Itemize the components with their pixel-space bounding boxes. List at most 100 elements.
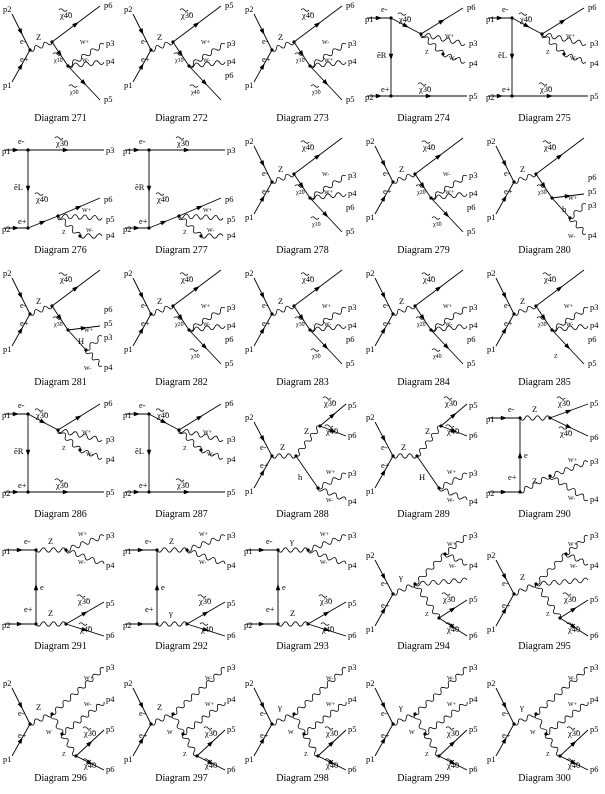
higgs-line (67, 329, 87, 351)
label-chi-top: χ3̃0 (446, 728, 459, 738)
neutralino-out-line (178, 403, 222, 431)
label-chi-mid: χ2̃0 (175, 321, 184, 328)
label-p5: p5 (590, 724, 599, 734)
tilde-mark (536, 184, 546, 188)
z-propagator (271, 173, 295, 184)
label-incoming-top: p1 (2, 546, 11, 556)
label-w-minus: W- (203, 58, 210, 64)
label-propagator: Z (520, 296, 525, 306)
label-positron: e+ (381, 460, 390, 470)
label-p3: p3 (469, 662, 478, 672)
incoming-positron-line (488, 93, 512, 99)
w-boson-plus (57, 213, 103, 221)
neutralino-out-line (541, 7, 585, 35)
label-p3: p3 (348, 38, 357, 48)
w-boson-minus (182, 701, 226, 735)
label-electron: e- (139, 708, 146, 718)
label-p4: p4 (104, 362, 113, 372)
label-incoming-bottom: p1 (245, 212, 254, 222)
label-p4: p4 (469, 560, 478, 570)
neutralino-bottom-line (309, 197, 343, 233)
neutralino-bottom-line (67, 65, 101, 101)
z-boson-bottom (519, 475, 551, 494)
w-boson-top (535, 553, 567, 585)
label-selectron: ẽR (135, 182, 145, 192)
label-z-mid: Z (62, 752, 66, 758)
z-boson-top (35, 547, 67, 553)
w-boson-minus (309, 324, 347, 333)
label-p5: p5 (588, 358, 597, 368)
incoming-positron-line (495, 593, 515, 627)
label-z-mid: Z (546, 50, 550, 56)
z-propagator (513, 305, 537, 316)
label-z-bottom: Z (48, 608, 53, 618)
label-w-minus: W- (78, 560, 85, 566)
label-p5: p5 (225, 358, 234, 368)
label-p3: p3 (348, 662, 357, 672)
label-chi-top: χ3̃0 (563, 594, 576, 604)
label-incoming-top: p2 (245, 412, 254, 422)
w-boson-plus (317, 472, 347, 490)
neutralino-top-line (172, 269, 222, 307)
diagram-caption: Diagram 275 (518, 113, 571, 124)
incoming-electron-line (488, 15, 512, 21)
z-propagator (271, 713, 295, 726)
incoming-electron-line (488, 415, 520, 421)
label-p4: p4 (469, 496, 478, 506)
label-w-plus: W+ (80, 40, 90, 46)
w-boson-plus (293, 667, 347, 715)
label-out-top: p6 (104, 0, 113, 10)
label-p5: p5 (106, 214, 115, 224)
electron-t-channel (154, 550, 160, 624)
incoming-electron-line (374, 559, 394, 595)
incoming-positron-line (374, 593, 394, 627)
label-p5: p5 (348, 400, 357, 410)
label-incoming-bottom: p1 (366, 624, 375, 634)
label-electron: e- (381, 578, 388, 588)
label-chi-top: χ3̃0 (442, 594, 455, 604)
w-boson-plus (438, 472, 468, 490)
higgs-line (416, 455, 440, 489)
tilde-mark (310, 84, 320, 88)
label-p5: p5 (469, 594, 478, 604)
diagram-caption: Diagram 296 (34, 773, 87, 784)
label-p3: p3 (348, 302, 357, 312)
label-w-plus: W+ (203, 208, 213, 214)
label-p6: p6 (588, 172, 597, 182)
neutralino-top-line (319, 403, 347, 427)
label-chi-bottom: χ4̃0 (79, 624, 92, 634)
label-w-plus: W+ (568, 196, 578, 202)
tilde-mark (294, 52, 304, 56)
label-chi-top: χ3̃0 (83, 728, 96, 738)
label-positron: e+ (262, 318, 271, 328)
label-electron-prop: e (161, 582, 165, 592)
neutralino-top-line (293, 5, 343, 43)
label-chi-bottom: χ4̃0 (446, 624, 459, 634)
tilde-mark (197, 594, 207, 598)
w-boson-internal (534, 713, 548, 735)
w-boson-minus (438, 487, 468, 501)
label-w-plus: W+ (82, 208, 92, 214)
w-boson-plus (85, 335, 103, 351)
selectron-t-channel (25, 414, 31, 492)
tilde-mark (397, 12, 407, 16)
w-boson-minus (61, 701, 105, 735)
label-chi-mid: χ2̃0 (417, 189, 426, 196)
label-incoming-bottom: p1 (487, 754, 496, 764)
label-w-minus: W- (447, 498, 454, 504)
neutralino-top-line (186, 601, 226, 625)
tilde-mark (203, 726, 213, 730)
label-p4: p4 (469, 320, 478, 330)
neutralino-decay-line (27, 215, 59, 229)
label-w-internal: W (409, 730, 415, 736)
